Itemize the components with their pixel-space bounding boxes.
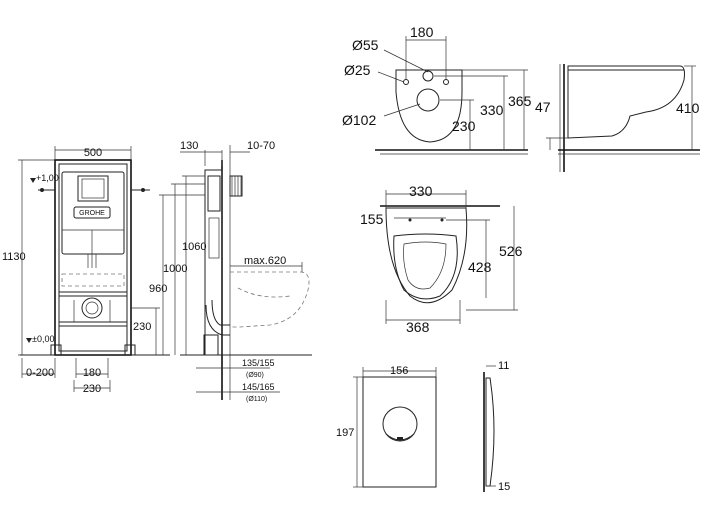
dim-0-200-label: 0-200 bbox=[26, 367, 54, 379]
wall-stud bbox=[229, 175, 243, 197]
dim-197-label: 197 bbox=[336, 427, 354, 439]
frame-front-view: GROHE 500 1130 bbox=[2, 146, 170, 395]
flush-opening bbox=[77, 175, 109, 202]
dim-d90-label: (Ø90) bbox=[246, 372, 264, 379]
bolt-hole-left bbox=[408, 218, 412, 222]
dim-11-label: 11 bbox=[498, 360, 509, 372]
level-marker-top bbox=[30, 178, 36, 183]
dim-156-label: 156 bbox=[390, 365, 408, 377]
dim-top-330-label: 330 bbox=[409, 183, 433, 199]
bowl-front-view: 180 Ø55 Ø25 Ø102 230 330 365 bbox=[342, 24, 532, 155]
dim-bowl-180-label: 180 bbox=[410, 24, 434, 40]
dim-47-label: 47 bbox=[535, 99, 551, 115]
flush-plate-side-profile bbox=[485, 377, 495, 487]
dim-top-155-label: 155 bbox=[360, 211, 384, 227]
bowl-top-seat bbox=[393, 233, 458, 300]
dim-145-165-label: 145/165 bbox=[242, 382, 275, 392]
brand-logo: GROHE bbox=[79, 210, 105, 217]
dim-bowl-230-label: 230 bbox=[452, 118, 476, 134]
bowl-side-outline bbox=[567, 65, 685, 139]
leader-d102 bbox=[383, 103, 421, 117]
dim-500-label: 500 bbox=[84, 147, 102, 159]
hole-d25-left bbox=[403, 79, 409, 85]
hole-d25-right bbox=[443, 79, 449, 85]
dim-135-155-label: 135/155 bbox=[242, 358, 275, 368]
dim-1000-label: 1000 bbox=[163, 263, 187, 275]
flush-plate-sensor bbox=[397, 437, 403, 440]
cistern bbox=[61, 171, 125, 255]
bowl-top-view: 330 155 526 428 368 bbox=[360, 183, 523, 335]
hole-d55 bbox=[422, 70, 434, 82]
bowl-top-opening bbox=[403, 241, 447, 290]
bowl-dashed-top bbox=[61, 273, 125, 287]
dim-top-368-label: 368 bbox=[406, 319, 430, 335]
hole-d102 bbox=[416, 88, 440, 112]
drain-outlet bbox=[81, 297, 103, 319]
level-plus-100: +1,00 bbox=[36, 173, 59, 183]
support-arrow-left bbox=[40, 188, 44, 192]
leader-d25 bbox=[377, 71, 405, 83]
dim-960-label: 960 bbox=[149, 283, 167, 295]
dim-bowl-365-label: 365 bbox=[508, 93, 532, 109]
dim-1130-label: 1130 bbox=[2, 251, 26, 263]
leader-d55 bbox=[383, 49, 429, 73]
flush-opening-inner bbox=[81, 178, 105, 199]
bowl-side-dashed-inner bbox=[237, 287, 291, 298]
dim-d55-label: Ø55 bbox=[352, 37, 379, 53]
frame-inner-outline bbox=[58, 163, 128, 352]
dim-top-428-label: 428 bbox=[468, 259, 492, 275]
bowl-side-view: 47 410 bbox=[535, 64, 700, 172]
drain-pipe-side-outer bbox=[205, 304, 230, 336]
bowl-side-dashed bbox=[230, 271, 310, 328]
dim-10-70-label: 10-70 bbox=[247, 140, 275, 152]
flush-button-large bbox=[382, 406, 418, 442]
dim-180-label: 180 bbox=[83, 367, 101, 379]
dim-230v-label: 230 bbox=[133, 321, 151, 333]
level-marker-bottom bbox=[26, 338, 32, 343]
brand-logo-frame bbox=[73, 206, 111, 219]
dim-top-526-label: 526 bbox=[499, 243, 523, 259]
cistern-lower-profile bbox=[208, 217, 220, 259]
drain-pipe-side bbox=[211, 299, 230, 326]
support-arrow-right bbox=[141, 188, 145, 192]
dim-130-label: 130 bbox=[180, 140, 198, 152]
dim-d102-label: Ø102 bbox=[342, 112, 376, 128]
level-plus-000: ±0,00 bbox=[32, 334, 54, 344]
cistern-profile bbox=[207, 175, 221, 212]
dim-410-label: 410 bbox=[676, 100, 700, 116]
dim-15-label: 15 bbox=[498, 481, 510, 493]
dim-bowl-330-label: 330 bbox=[480, 102, 504, 118]
dim-d110-label: (Ø110) bbox=[246, 396, 267, 403]
bowl-front-outline bbox=[395, 69, 463, 143]
bolt-hole-right bbox=[440, 218, 444, 222]
dim-d25-label: Ø25 bbox=[344, 62, 371, 78]
dim-230h-label: 230 bbox=[83, 383, 101, 395]
dim-max620-label: max.620 bbox=[244, 255, 286, 267]
frame-side-view: 130 10-70 1060 1000 960 max.620 135/155 … bbox=[149, 140, 312, 403]
dim-1060-label: 1060 bbox=[182, 241, 206, 253]
drain-elbow bbox=[203, 334, 219, 356]
flush-plate-view: 156 197 11 15 bbox=[336, 360, 510, 493]
bowl-top-outline bbox=[385, 207, 468, 304]
flush-plate-front bbox=[362, 376, 437, 488]
drain-outlet-inner bbox=[85, 301, 99, 315]
